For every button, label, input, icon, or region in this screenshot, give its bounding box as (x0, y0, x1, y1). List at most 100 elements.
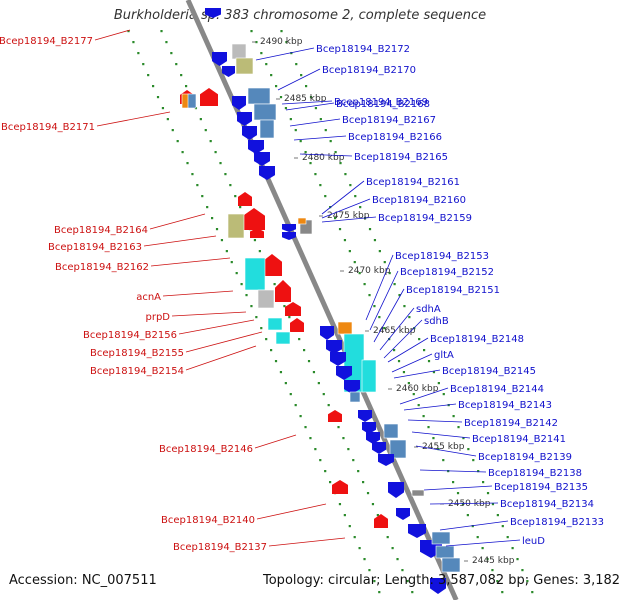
leader-line (373, 288, 405, 343)
track-dot (284, 107, 288, 110)
backbone-line (185, 0, 459, 600)
track-dot (353, 261, 356, 264)
leader-line (321, 180, 365, 215)
gene-label-reverse: Bcep18194_B2142 (464, 418, 558, 429)
gene-reverse (237, 112, 252, 126)
gene-label-forward: Bcep18194_B2164 (54, 225, 148, 236)
track-dot (324, 129, 327, 132)
leader-line (321, 216, 377, 223)
gene-label-reverse: Bcep18194_B2143 (458, 400, 552, 411)
track-dot (496, 580, 499, 583)
gene-box (235, 57, 254, 75)
track-dot (324, 195, 327, 198)
track-dot (368, 294, 371, 297)
gene-reverse (372, 442, 386, 454)
track-dot (309, 437, 312, 440)
track-dot (376, 514, 379, 517)
gene-reverse (330, 352, 346, 366)
track-dot (319, 118, 322, 121)
track-dot (180, 74, 183, 77)
track-dot (348, 525, 351, 528)
track-dot (210, 217, 214, 220)
track-dot (339, 162, 342, 165)
gene-box (297, 217, 307, 225)
gene-label-reverse: Bcep18194_B2139 (478, 452, 572, 463)
gene-label-reverse: sdhB (424, 316, 449, 327)
track-dot (393, 283, 396, 286)
gene-label-reverse: Bcep18194_B2144 (450, 384, 544, 395)
track-dot (147, 74, 150, 77)
gene-reverse (358, 410, 372, 422)
track-dot (481, 547, 484, 550)
track-dot (285, 41, 288, 44)
track-dot (363, 283, 366, 286)
track-dot (432, 371, 436, 374)
track-dot (442, 393, 445, 396)
leader-line (393, 369, 441, 379)
track-dot (471, 525, 474, 528)
gene-reverse (326, 340, 342, 354)
gene-box (435, 545, 455, 559)
track-dot (461, 503, 465, 506)
reverse-labels: Bcep18194_B2172Bcep18194_B2170Bcep18194_… (255, 44, 604, 547)
leader-line (445, 539, 521, 547)
gene-reverse (320, 326, 334, 340)
gene-box (259, 119, 275, 139)
gene-reverse (248, 140, 264, 154)
track-dot (366, 492, 370, 495)
track-dot (304, 426, 307, 429)
track-dot (496, 514, 499, 517)
gene-reverse (232, 96, 246, 110)
track-dot (220, 239, 224, 242)
leader-line (399, 387, 449, 405)
gene-box (275, 331, 291, 345)
track-dot (294, 404, 297, 407)
gene-box (267, 317, 283, 331)
track-dot (258, 250, 261, 253)
gene-label-reverse: Bcep18194_B2152 (400, 267, 494, 278)
track-dot (486, 492, 490, 495)
leader-line (321, 198, 371, 219)
track-dot (234, 195, 237, 198)
gene-box (383, 423, 399, 439)
track-dot (255, 41, 258, 44)
track-dot (250, 30, 253, 33)
track-dot (265, 338, 268, 341)
track-dot (526, 580, 529, 583)
gene-label-reverse: Bcep18194_B2166 (348, 132, 442, 143)
track-dot (403, 305, 406, 308)
track-dot (378, 316, 381, 319)
gene-label-forward: Bcep18194_B2177 (0, 36, 93, 47)
leader-line (299, 153, 353, 157)
track-dot (427, 426, 430, 429)
track-dot (406, 580, 409, 583)
leader-line (365, 254, 394, 321)
track-dot (329, 481, 332, 484)
track-dot (294, 129, 297, 132)
track-dot (171, 129, 174, 132)
track-dot (358, 547, 361, 550)
track-dot (274, 360, 278, 363)
gene-reverse (259, 166, 275, 180)
track-dot (531, 591, 534, 594)
track-dot (324, 470, 327, 473)
gene-reverse (396, 508, 410, 520)
gene-label-reverse: Bcep18194_B2168 (336, 99, 430, 110)
gene-label-reverse: Bcep18194_B2151 (406, 285, 500, 296)
track-dot (371, 503, 375, 506)
leader-line (268, 537, 346, 547)
track-dot (229, 184, 232, 187)
track-dot (476, 536, 479, 539)
track-dot (274, 85, 278, 88)
kbp-tick-label: 2485 kbp (284, 94, 327, 104)
leader-line (171, 311, 247, 317)
track-dot (491, 569, 494, 572)
track-dot (191, 173, 194, 176)
gene-features (180, 8, 461, 594)
track-dot (412, 393, 415, 396)
leader-line (419, 469, 487, 473)
track-dot (181, 151, 184, 154)
track-dot (354, 195, 357, 198)
gene-reverse (362, 422, 376, 434)
track-dot (298, 338, 301, 341)
